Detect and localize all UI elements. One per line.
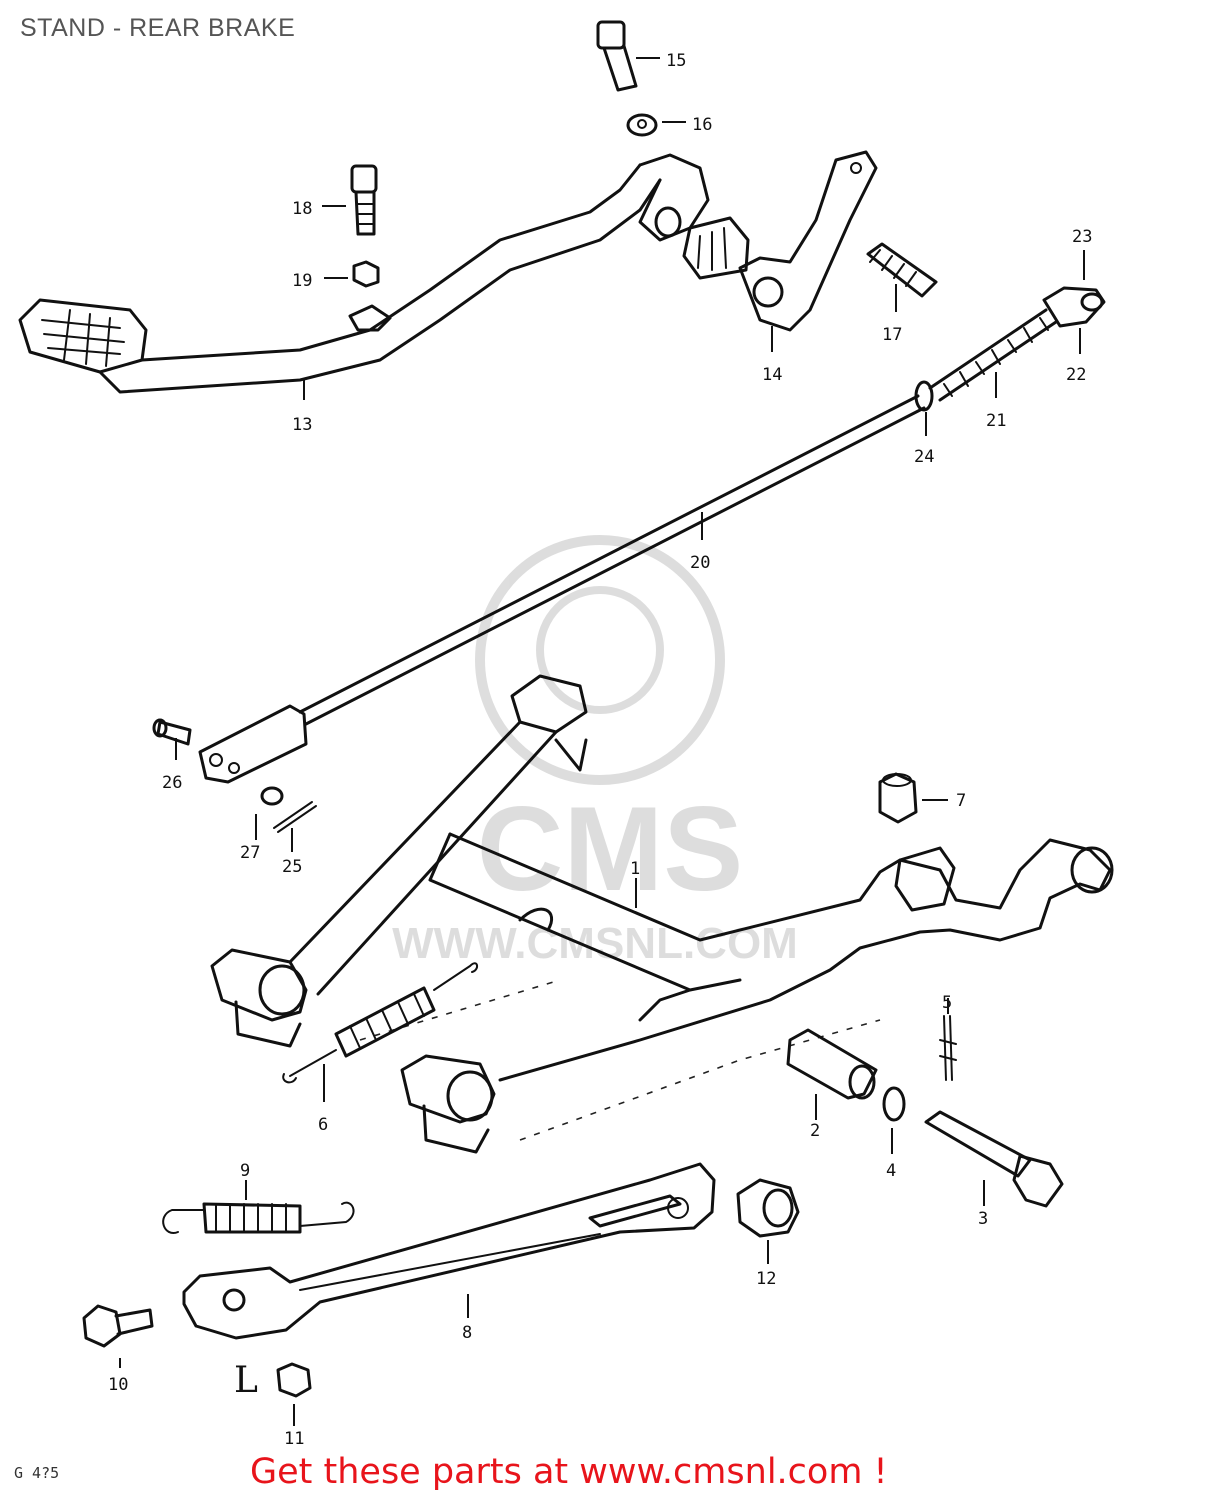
watermark-brand: CMS bbox=[477, 782, 744, 916]
get-parts-link[interactable]: Get these parts at www.cmsnl.com ! bbox=[250, 1452, 888, 1492]
part-14-brake-arm bbox=[682, 150, 878, 332]
label-14: 14 bbox=[762, 365, 782, 385]
label-25: 25 bbox=[282, 857, 302, 877]
watermark-url: WWW.CMSNL.COM bbox=[392, 919, 798, 968]
part-16-pedal-washer bbox=[626, 113, 658, 137]
part-7-stopper-rubber bbox=[878, 772, 918, 824]
label-26: 26 bbox=[162, 773, 182, 793]
part-5-cotter-pin bbox=[939, 1015, 957, 1081]
leader-lines bbox=[119, 57, 1085, 1426]
label-16: 16 bbox=[692, 115, 712, 135]
label-23: 23 bbox=[1072, 227, 1092, 247]
label-27: 27 bbox=[240, 843, 260, 863]
callout-labels: 15 16 18 19 13 14 17 23 22 21 24 20 26 2… bbox=[108, 51, 1092, 1449]
label-13: 13 bbox=[292, 415, 312, 435]
part-rod-clevis bbox=[198, 704, 308, 784]
label-24: 24 bbox=[914, 447, 934, 467]
part-23-22-rod-joint bbox=[1042, 286, 1106, 328]
watermark-logo: CMS WWW.CMSNL.COM bbox=[392, 535, 798, 968]
part-3-stand-bolt bbox=[924, 1110, 1064, 1208]
label-22: 22 bbox=[1066, 365, 1086, 385]
label-6: 6 bbox=[318, 1115, 328, 1135]
part-10-side-stand-bolt bbox=[82, 1304, 154, 1348]
label-12: 12 bbox=[756, 1269, 776, 1289]
label-20: 20 bbox=[690, 553, 710, 573]
label-10: 10 bbox=[108, 1375, 128, 1395]
part-8-side-stand bbox=[182, 1162, 716, 1340]
label-7: 7 bbox=[956, 791, 966, 811]
label-2: 2 bbox=[810, 1121, 820, 1141]
part-11-side-stand-nut bbox=[276, 1362, 312, 1398]
label-1: 1 bbox=[630, 859, 640, 879]
label-4: 4 bbox=[886, 1161, 896, 1181]
part-2-stand-shaft-bush bbox=[786, 1028, 878, 1100]
part-21-rod-spring bbox=[928, 308, 1058, 402]
part-4-washer bbox=[882, 1086, 906, 1122]
part-19-adjuster-nut bbox=[352, 260, 380, 288]
part-27-25-washer-cotter bbox=[260, 786, 317, 833]
part-12-side-stand-bush bbox=[736, 1178, 800, 1238]
label-17: 17 bbox=[882, 325, 902, 345]
part-1-center-stand bbox=[210, 674, 1114, 1154]
label-5: 5 bbox=[942, 993, 952, 1013]
label-3: 3 bbox=[978, 1209, 988, 1229]
label-9: 9 bbox=[240, 1161, 250, 1181]
label-21: 21 bbox=[986, 411, 1006, 431]
label-19: 19 bbox=[292, 271, 312, 291]
page-title: STAND - REAR BRAKE bbox=[20, 14, 296, 42]
part-20-brake-rod bbox=[298, 394, 926, 726]
drawing-code: G 4?5 bbox=[14, 1464, 60, 1482]
assembly-guide-lines bbox=[359, 979, 881, 1141]
part-13-rear-brake-pedal bbox=[18, 153, 710, 394]
part-15-pedal-bolt bbox=[596, 20, 638, 92]
side-mark: L bbox=[234, 1360, 258, 1401]
part-26-rod-pin bbox=[152, 718, 192, 746]
label-8: 8 bbox=[462, 1323, 472, 1343]
label-18: 18 bbox=[292, 199, 312, 219]
part-18-adjuster-bolt bbox=[350, 164, 378, 236]
label-15: 15 bbox=[666, 51, 686, 71]
part-17-pedal-spring bbox=[866, 242, 938, 298]
part-9-side-stand-spring bbox=[162, 1201, 355, 1235]
label-11: 11 bbox=[284, 1429, 304, 1449]
part-6-stand-spring bbox=[282, 962, 478, 1084]
